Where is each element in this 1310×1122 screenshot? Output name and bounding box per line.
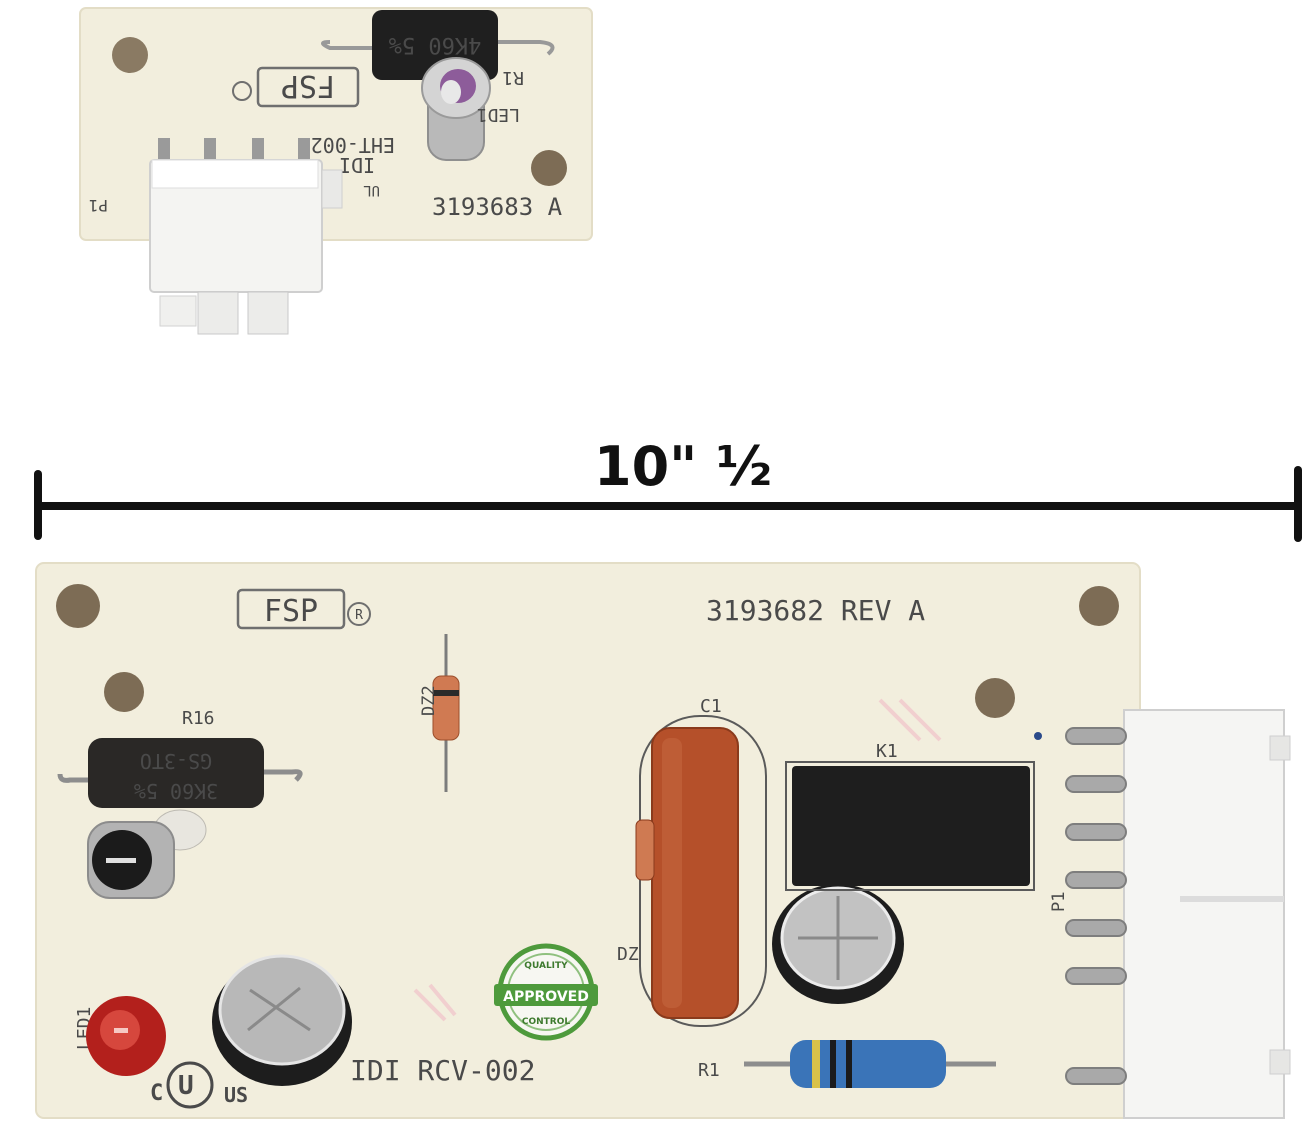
electrolytic-capacitor-left (212, 954, 352, 1086)
small-connector (149, 138, 343, 335)
ul-certification-mark: C U US (150, 1061, 248, 1109)
svg-text:R: R (355, 608, 363, 623)
resistor-r1: R1 (698, 1040, 996, 1088)
large-connector-p1: P1 (1034, 709, 1291, 1119)
measurement-label: 10" ½ (594, 435, 772, 498)
led-indicator: LED1 (74, 996, 166, 1076)
svg-text:C: C (150, 1081, 163, 1106)
large-circuit-board: FSP R 3193682 REV A R16 GS-3TO 3K60 5% D… (35, 562, 1291, 1119)
small-brand-logo: FSP (232, 66, 360, 108)
p1-label: P1 (1049, 892, 1069, 912)
svg-text:U: U (178, 1071, 194, 1101)
svg-text:CONTROL: CONTROL (522, 1017, 571, 1027)
svg-text:US: US (224, 1083, 248, 1107)
zener-diode-dz (635, 819, 655, 881)
mounting-hole (104, 672, 144, 712)
small-led (421, 57, 491, 161)
connector-pins (1065, 727, 1127, 1085)
large-brand-logo: FSP R (236, 588, 371, 630)
dz2-label: DZ2 (419, 685, 439, 716)
svg-text:GS-3TO: GS-3TO (140, 749, 212, 773)
large-board-id: IDI RCV-002 (350, 1054, 535, 1087)
connector-label: P1 (89, 196, 108, 215)
board-id: EHT-002 (311, 133, 395, 157)
small-part-number: 3193683 A (432, 193, 563, 221)
maker-label: IDI (339, 153, 375, 177)
c1-label: C1 (700, 696, 722, 717)
svg-text:FSP: FSP (264, 594, 318, 629)
mounting-hole (56, 584, 100, 628)
svg-text:APPROVED: APPROVED (503, 989, 589, 1005)
svg-text:QUALITY: QUALITY (524, 961, 568, 971)
relay-k1: K1 (785, 741, 1035, 891)
k1-label: K1 (876, 741, 898, 762)
dz-label: DZ (617, 944, 639, 965)
svg-text:3K60 5%: 3K60 5% (134, 779, 218, 803)
zener-diode-dz2: DZ2 (419, 634, 460, 792)
small-circuit-board: 4K60 5% FSP LED1 R1 EHT-002 IDI P1 UL 31… (79, 7, 593, 335)
resistor-label: R1 (502, 67, 524, 88)
mounting-hole (975, 678, 1015, 718)
r1-label: R1 (698, 1060, 720, 1081)
ul-mark: UL (363, 182, 380, 198)
mounting-hole (531, 150, 567, 186)
mounting-hole (112, 37, 148, 73)
mounting-hole (1079, 586, 1119, 626)
film-capacitor-c1: C1 (639, 696, 767, 1027)
measurement-indicator: 10" ½ (34, 435, 1302, 542)
resistor-marking: 4K60 5% (389, 32, 482, 57)
svg-text:FSP: FSP (281, 68, 335, 103)
quality-approved-badge: QUALITY APPROVED CONTROL (494, 943, 598, 1041)
large-part-number: 3193682 REV A (706, 594, 925, 627)
electrolytic-capacitor-right (772, 884, 904, 1004)
led-label: LED1 (477, 104, 520, 125)
resistor-r16: R16 GS-3TO 3K60 5% (57, 708, 303, 808)
r16-label: R16 (182, 708, 215, 729)
phototransistor (87, 809, 207, 899)
